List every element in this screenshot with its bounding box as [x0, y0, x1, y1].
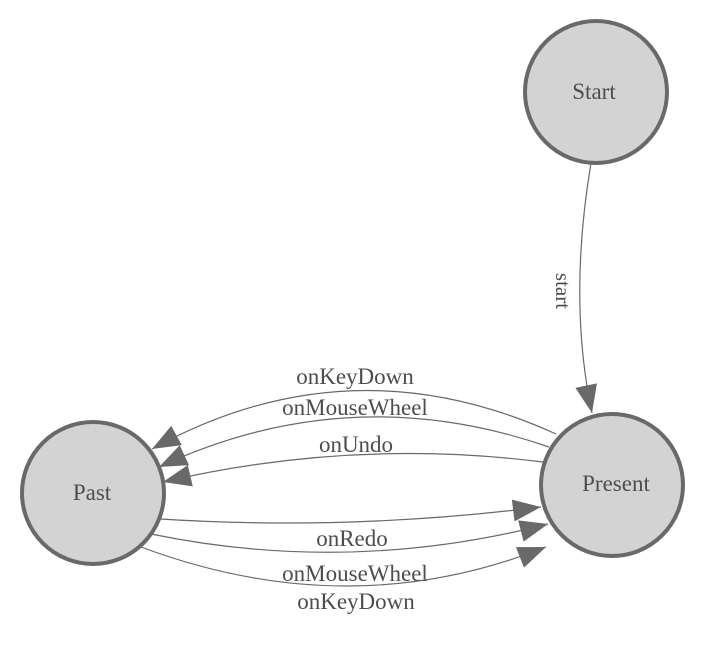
- state-node-present-label: Present: [582, 471, 650, 496]
- edge-present-to-past-onkeydown[interactable]: [151, 389, 557, 450]
- state-node-past-label: Past: [73, 480, 112, 505]
- edge-label-onredo: onRedo: [316, 526, 388, 551]
- state-node-start-label: Start: [572, 79, 616, 104]
- edge-label-onmousewheel-top: onMouseWheel: [282, 395, 428, 420]
- edge-label-start: start: [551, 273, 575, 309]
- edge-past-to-present-onkeydown[interactable]: [140, 546, 547, 587]
- state-node-start-group: Start: [523, 19, 669, 165]
- state-node-start[interactable]: [523, 19, 669, 165]
- edge-group-start-to-present: start: [551, 162, 597, 414]
- state-node-past-group: Past: [20, 420, 166, 566]
- edge-past-to-present-onmousewheel[interactable]: [150, 520, 549, 553]
- edge-label-onundo: onUndo: [319, 432, 393, 457]
- edge-label-onkeydown-top: onKeyDown: [296, 364, 414, 389]
- edge-label-onmousewheel-bottom: onMouseWheel: [282, 561, 428, 586]
- edge-label-onkeydown-bottom: onKeyDown: [297, 589, 415, 614]
- state-node-past[interactable]: [20, 420, 166, 566]
- edge-group-present-to-past: onKeyDown onMouseWheel onUndo: [151, 364, 557, 487]
- edge-present-to-past-onmousewheel[interactable]: [158, 416, 550, 468]
- edge-start-to-present[interactable]: [575, 162, 597, 414]
- state-node-present-group: Present: [539, 412, 685, 558]
- edge-past-to-present-onredo[interactable]: [159, 499, 542, 524]
- edge-present-to-past-onundo[interactable]: [162, 452, 544, 487]
- edge-group-past-to-present: onRedo onMouseWheel onKeyDown: [140, 499, 549, 614]
- state-node-present[interactable]: [539, 412, 685, 558]
